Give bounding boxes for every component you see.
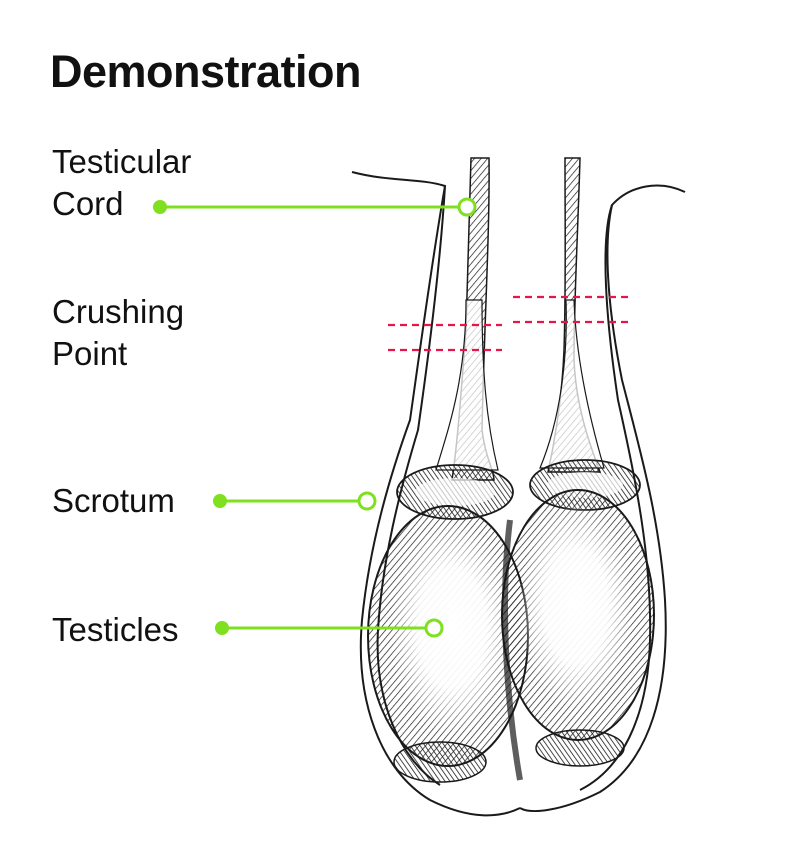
leader-testicles	[215, 618, 444, 638]
label-testicular-cord: Testicular Cord	[52, 141, 191, 225]
page-title: Demonstration	[50, 46, 362, 97]
label-testicular-cord-line1: Testicular	[52, 143, 192, 180]
crushing-point-lines	[388, 295, 628, 352]
label-scrotum: Scrotum	[52, 482, 175, 519]
label-crushing-point-line1: Crushing	[52, 293, 185, 330]
testicular-cords	[435, 157, 605, 481]
label-testicles: Testicles	[52, 611, 179, 648]
label-testicular-cord-line2: Cord	[52, 185, 124, 222]
testicles-illustration	[367, 489, 655, 783]
label-crushing-point: Crushing Point	[52, 291, 184, 375]
leader-testicular-cord	[153, 197, 477, 217]
leader-scrotum	[213, 491, 377, 511]
label-crushing-point-line2: Point	[52, 335, 128, 372]
